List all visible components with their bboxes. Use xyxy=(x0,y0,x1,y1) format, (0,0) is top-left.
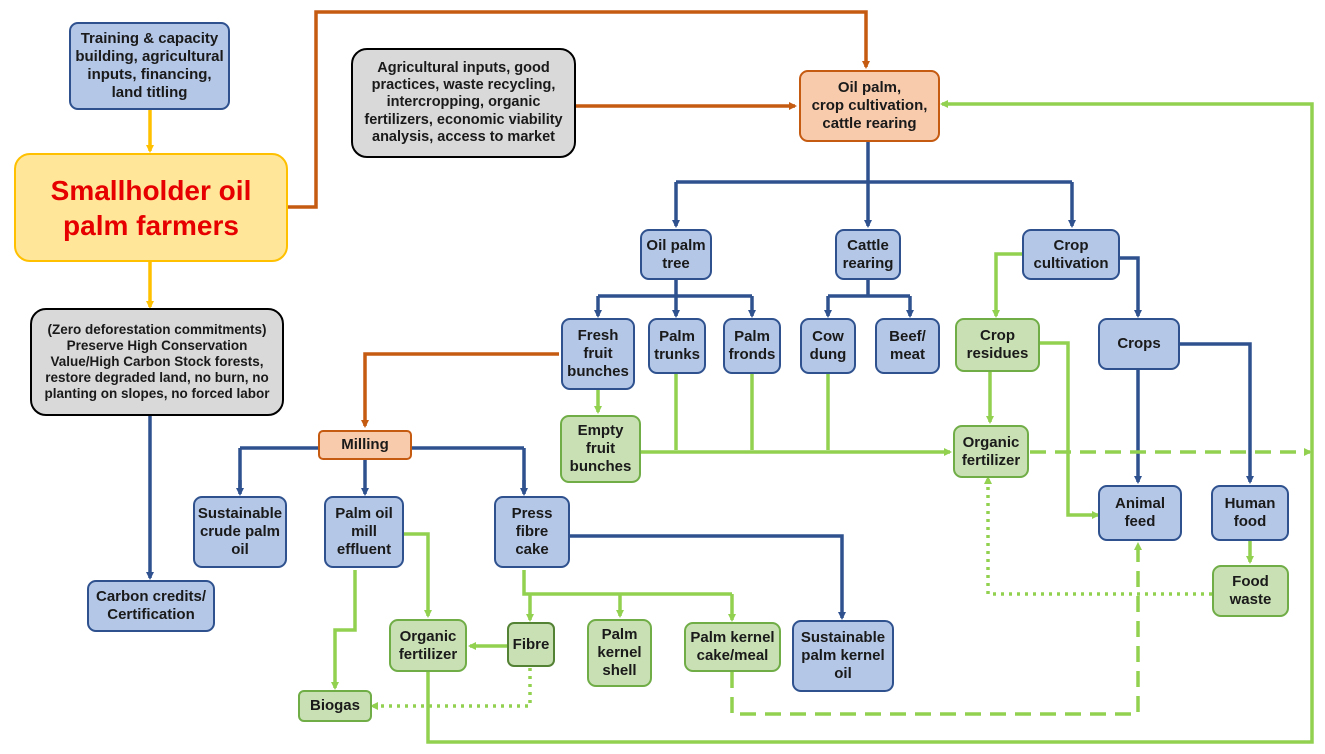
arrow-pome-to-biogas xyxy=(331,570,357,690)
node-human-food: Human food xyxy=(1211,485,1289,541)
node-cattle-rearing: Cattle rearing xyxy=(835,229,901,280)
arrow-pkc-to-animal-feed xyxy=(730,542,1142,716)
node-pome: Palm oil mill effluent xyxy=(324,496,404,568)
arrow-food-waste-to-fertilizer xyxy=(984,476,1212,596)
node-palm-kernel-cake: Palm kernel cake/meal xyxy=(684,622,781,672)
arrow-press-to-pko xyxy=(570,534,846,620)
arrow-fibre-to-biogas xyxy=(370,668,532,710)
node-smallholder: Smallholder oil palm farmers xyxy=(14,153,288,262)
arrow-crops-to-human-food xyxy=(1180,342,1254,484)
node-crops: Crops xyxy=(1098,318,1180,370)
node-carbon-credits: Carbon credits/ Certification xyxy=(87,580,215,632)
node-sustainable-cpo: Sustainable crude palm oil xyxy=(193,496,287,568)
node-fresh-fruit-bunches: Fresh fruit bunches xyxy=(561,318,635,390)
node-crop-cultivation: Crop cultivation xyxy=(1022,229,1120,280)
node-palm-kernel-shell: Palm kernel shell xyxy=(587,619,652,687)
arrow-residues-to-animal-feed xyxy=(1040,341,1100,519)
node-zero-deforestation: (Zero deforestation commitments) Preserv… xyxy=(30,308,284,416)
arrow-crop-cultivation-to-residues xyxy=(992,252,1022,318)
arrow-return-loop xyxy=(426,100,1314,744)
node-crop-residues: Crop residues xyxy=(955,318,1040,372)
node-milling: Milling xyxy=(318,430,412,460)
arrow-smallholder-to-oil-palm xyxy=(288,10,870,209)
arrow-oil-palm-branch xyxy=(676,142,1072,184)
node-palm-fronds: Palm fronds xyxy=(723,318,781,374)
node-sustainable-pko: Sustainable palm kernel oil xyxy=(792,620,894,692)
arrow-tree-branch xyxy=(598,280,752,298)
node-fibre: Fibre xyxy=(507,622,555,667)
node-organic-fertilizer-right: Organic fertilizer xyxy=(953,425,1029,478)
arrow-pome-to-org-fert xyxy=(404,532,432,618)
node-empty-fruit-bunches: Empty fruit bunches xyxy=(560,415,641,483)
node-press-fibre-cake: Press fibre cake xyxy=(494,496,570,568)
arrow-cattle-branch xyxy=(828,280,910,298)
node-organic-fertilizer-left: Organic fertilizer xyxy=(389,619,467,672)
node-cow-dung: Cow dung xyxy=(800,318,856,374)
node-animal-feed: Animal feed xyxy=(1098,485,1182,541)
arrow-crop-cultivation-to-crops xyxy=(1120,256,1142,318)
arrow-ffb-to-milling xyxy=(361,352,559,428)
arrow-trunks-fronds-dung-merge xyxy=(674,374,830,450)
node-agri-inputs: Agricultural inputs, good practices, was… xyxy=(351,48,576,158)
node-oil-palm-crop-cattle: Oil palm, crop cultivation, cattle reari… xyxy=(799,70,940,142)
node-beef-meat: Beef/ meat xyxy=(875,318,940,374)
arrow-press-branch xyxy=(522,570,732,596)
node-biogas: Biogas xyxy=(298,690,372,722)
node-oil-palm-tree: Oil palm tree xyxy=(640,229,712,280)
node-palm-trunks: Palm trunks xyxy=(648,318,706,374)
node-food-waste: Food waste xyxy=(1212,565,1289,617)
node-training: Training & capacity building, agricultur… xyxy=(69,22,230,110)
